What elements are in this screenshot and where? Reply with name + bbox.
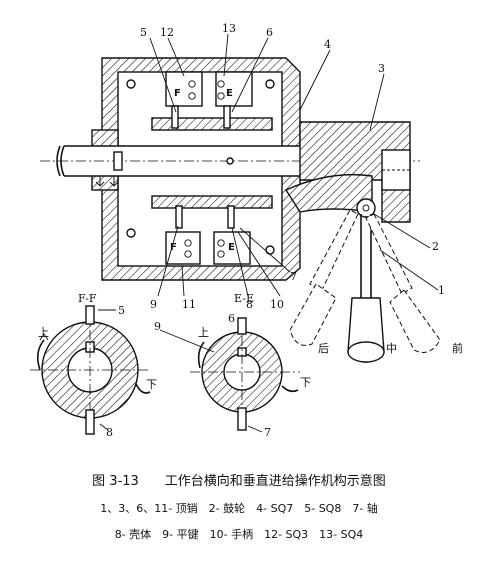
- switch-f-label-bottom: F: [170, 242, 177, 253]
- label-5: 5: [140, 26, 147, 39]
- figure-caption: 图 3-13 工作台横向和垂直进给操作机构示意图: [92, 474, 386, 489]
- switch-sq4-top: E: [215, 71, 253, 107]
- section-ff-title: F-F: [78, 292, 97, 305]
- section-ee-title: E-E: [234, 292, 254, 305]
- switch-sq3-bottom: F: [165, 231, 201, 265]
- legend-line-1: 1、3、6、11- 顶销 2- 鼓轮 4- SQ7 5- SQ8 7- 轴: [100, 502, 378, 515]
- label-12: 12: [160, 26, 174, 39]
- handle-pos-mid: 中: [386, 342, 397, 355]
- handle-pos-back: 后: [318, 342, 329, 355]
- switch-sq3-top: F: [165, 71, 203, 107]
- label-1: 1: [438, 284, 445, 297]
- label-13: 13: [222, 22, 236, 35]
- section-ff: F-F: [30, 292, 151, 435]
- handle-front-ghost: [365, 213, 441, 353]
- section-ee-label-9: 9: [154, 320, 161, 333]
- section-ff-label-8: 8: [106, 426, 113, 439]
- label-9-top: 9: [150, 298, 157, 311]
- leader-lines: [149, 33, 439, 297]
- section-ee-down: 下: [300, 376, 311, 389]
- section-ee-up: 上: [198, 326, 209, 339]
- switch-e-label-bottom: E: [228, 242, 235, 253]
- handle-back-ghost: [289, 209, 359, 346]
- section-ff-down: 下: [146, 378, 157, 391]
- label-8-top: 8: [246, 298, 253, 311]
- section-ee: E-E: [159, 292, 300, 433]
- label-11: 11: [182, 298, 196, 311]
- section-ee-label-7: 7: [264, 426, 271, 439]
- switch-e-label-top: E: [226, 88, 233, 99]
- mechanism-diagram: F E F E: [30, 22, 463, 439]
- legend-line-2: 8- 壳体 9- 平键 10- 手柄 12- SQ3 13- SQ4: [114, 528, 364, 541]
- section-ee-label-6: 6: [228, 312, 235, 325]
- label-3: 3: [378, 62, 385, 75]
- label-6: 6: [266, 26, 273, 39]
- section-ff-up: 上: [38, 326, 49, 339]
- label-4: 4: [324, 38, 331, 51]
- label-2: 2: [432, 240, 439, 253]
- handle-center: [347, 214, 385, 363]
- section-ff-label-5: 5: [118, 304, 125, 317]
- switch-sq4-bottom: E: [213, 231, 251, 265]
- plungers: [171, 105, 235, 229]
- switch-f-label-top: F: [174, 88, 181, 99]
- label-10: 10: [270, 298, 284, 311]
- label-7: 7: [290, 270, 297, 283]
- handle-pos-front: 前: [452, 341, 463, 355]
- right-housing: [284, 121, 411, 223]
